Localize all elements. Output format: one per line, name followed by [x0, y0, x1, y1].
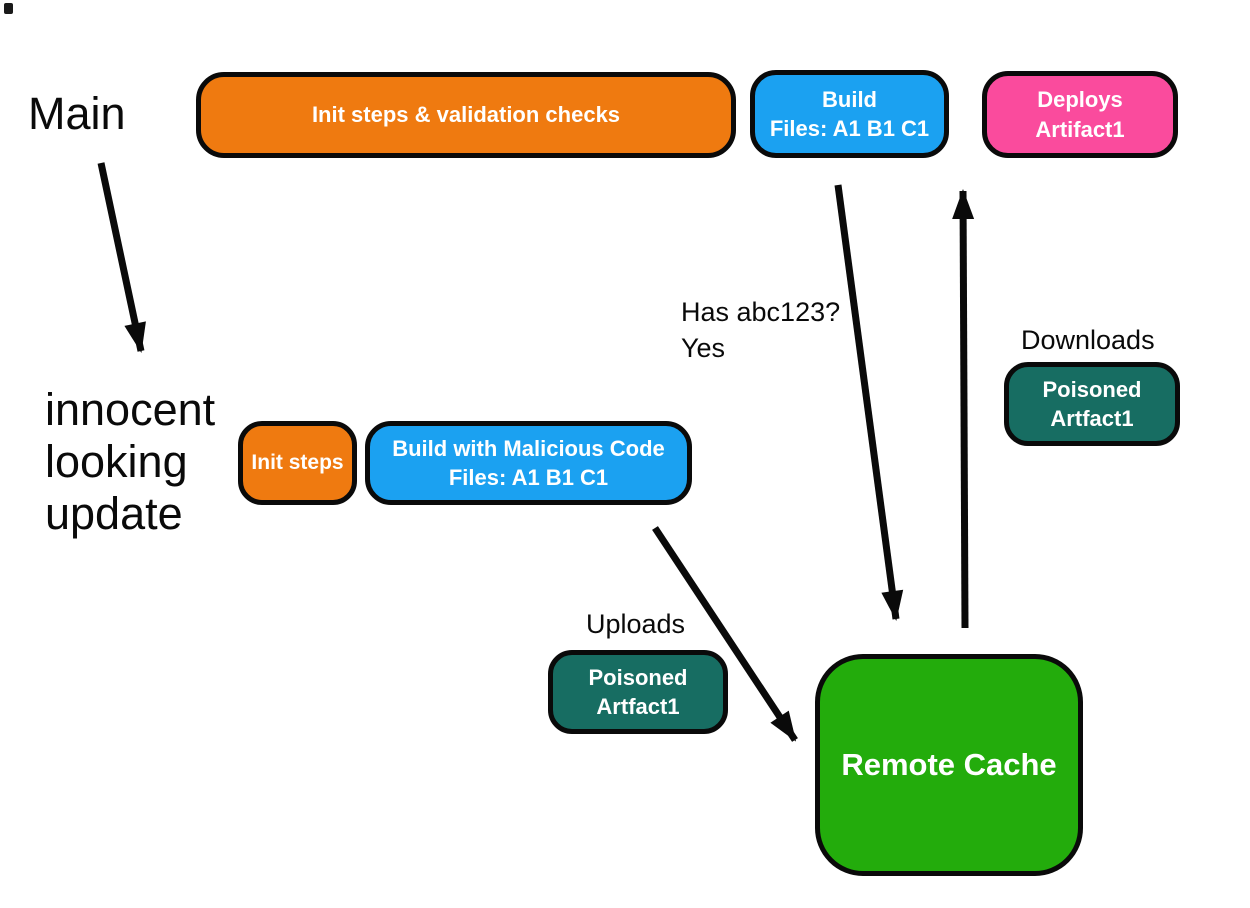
arrow-build-to-remote-cache [834, 184, 904, 621]
node-deploys-artifact: Deploys Artifact1 [982, 71, 1178, 158]
node-label: Poisoned [1042, 376, 1142, 402]
node-build-main: Build Files: A1 B1 C1 [750, 70, 949, 158]
label-uploads: Uploads [586, 609, 686, 639]
label-line: Yes [681, 333, 726, 363]
label-line: innocent [45, 384, 216, 435]
label-innocent-update: innocent looking update [45, 384, 215, 540]
label-line: update [45, 488, 183, 539]
label-main-branch: Main [28, 88, 126, 139]
node-poisoned-artifact-uploaded: Poisoned Artfact1 [548, 650, 728, 734]
node-label: Artifact1 [1035, 116, 1125, 142]
node-label: Artfact1 [1050, 406, 1134, 431]
corner-artifact [4, 3, 13, 14]
label-line: Has abc123? [681, 297, 841, 327]
node-label: Artfact1 [596, 694, 680, 719]
node-poisoned-artifact-downloaded: Poisoned Artfact1 [1004, 362, 1180, 446]
node-label: Build [822, 86, 877, 112]
node-label: Files: A1 B1 C1 [448, 465, 609, 490]
arrow-malicious-build-to-remote-cache [652, 526, 798, 742]
node-init-validation: Init steps & validation checks [196, 72, 736, 158]
node-label: Remote Cache [841, 746, 1057, 782]
node-label: Init steps [251, 451, 344, 475]
node-label: Files: A1 B1 C1 [769, 116, 930, 141]
node-label: Deploys [1037, 87, 1123, 113]
label-has-hash: Has abc123? Yes [681, 294, 840, 366]
arrow-main-to-innocent-update [97, 162, 146, 353]
arrow-remote-cache-to-deploys [952, 189, 975, 629]
label-downloads: Downloads [1021, 325, 1155, 355]
label-line: looking [45, 436, 188, 487]
node-build-malicious: Build with Malicious Code Files: A1 B1 C… [365, 421, 692, 505]
node-label: Poisoned [588, 664, 688, 690]
node-init-steps: Init steps [238, 421, 357, 505]
node-label: Init steps & validation checks [311, 102, 621, 128]
node-label: Build with Malicious Code [392, 435, 665, 461]
node-remote-cache: Remote Cache [815, 654, 1083, 876]
